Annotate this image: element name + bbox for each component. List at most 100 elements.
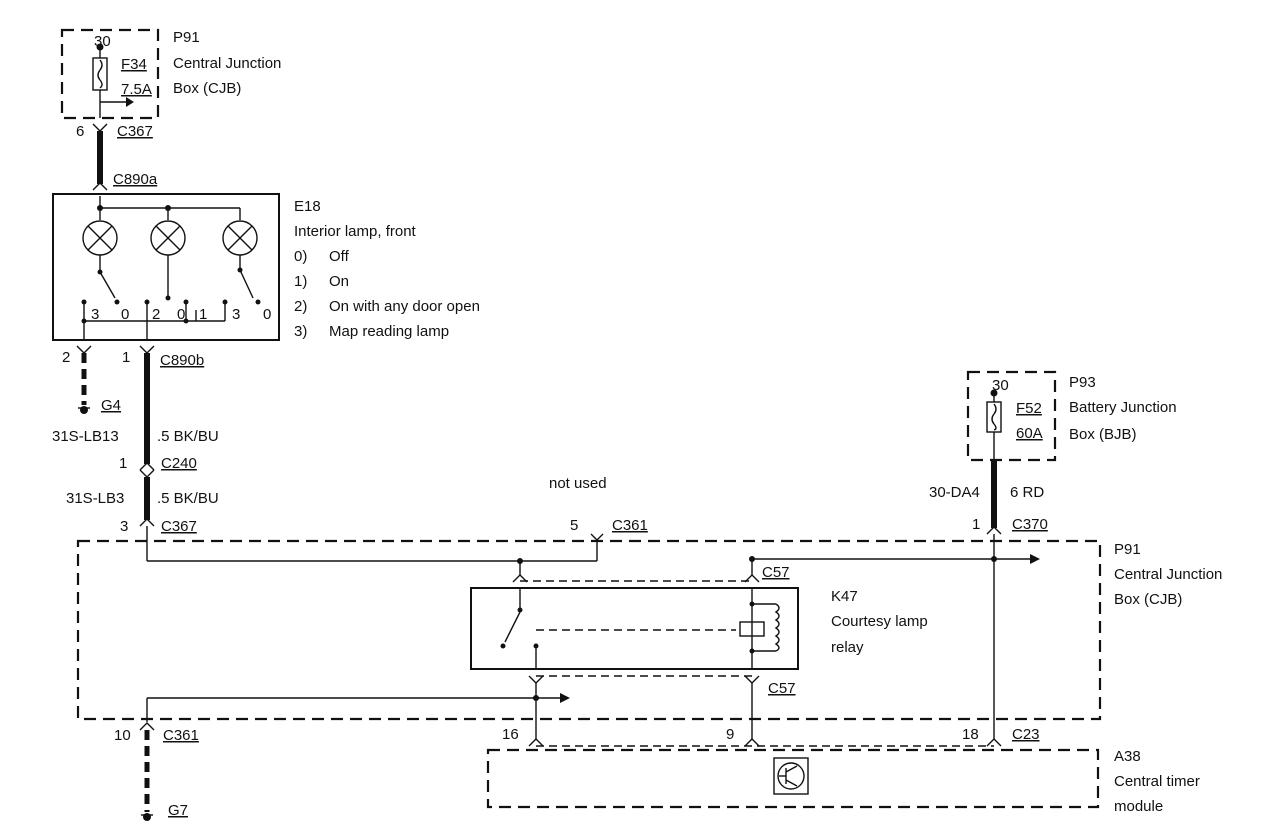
switch-pos-2: 0 [121,306,129,323]
c240-label: C240 [161,455,197,472]
lamp-middle-icon [150,220,186,256]
wire3-circuit: 30-DA4 [929,484,980,501]
p91-top-name-1: Central Junction [173,55,281,72]
connector-c361-top-icon [590,533,604,541]
connector-c367-icon [92,123,108,132]
c361-bot-pin: 10 [114,727,131,744]
e18-mode-2-label: On with any door open [329,298,480,315]
c361-bot-label: C361 [163,727,199,744]
relay-bottom-wiring [146,675,760,740]
a38-id: A38 [1114,748,1141,765]
cjb-internal-wiring [147,533,1040,583]
a38-name-2: module [1114,798,1163,815]
wire-battery [986,460,1002,740]
fuse-f34-icon [92,57,108,91]
a38-name-1: Central timer [1114,773,1200,790]
p91-low-name-2: Box (CJB) [1114,591,1182,608]
relay-resistor-icon [774,603,780,652]
k47-courtesy-lamp-relay [470,587,799,670]
g4-label: G4 [101,397,121,414]
ground-wire-g4 [76,345,92,414]
fuse-f52-label: F52 [1016,400,1042,417]
e18-mode-0-label: Off [329,248,350,265]
e18-mode-2-num: 2) [294,298,307,315]
relay-coil-icon [739,621,765,637]
p91-pin-30: 30 [94,33,111,50]
p93-name-2: Box (BJB) [1069,426,1137,443]
switch-pos-3: 2 [152,306,160,323]
c890b-label: C890b [160,352,204,369]
e18-interior-lamp-box [52,193,280,341]
c370-pin: 1 [972,516,980,533]
relay-switch-icon [504,611,521,643]
wire1-spec: .5 BK/BU [157,428,219,445]
k47-name-2: relay [831,639,864,656]
p91-top-name-2: Box (CJB) [173,80,241,97]
connector-c240-icon [139,462,155,471]
wire-e18-to-cjb [139,345,155,561]
p91-fuse-box-top: 30 F34 7.5A [60,28,160,120]
switch-pos-4: 0 [177,306,185,323]
c367-top-label: C367 [117,123,153,140]
arrow-right-icon [1030,554,1040,564]
c23-label: C23 [1012,726,1040,743]
connector-c57-bot-icon [744,675,760,684]
c370-label: C370 [1012,516,1048,533]
connector-c370-icon [986,526,1002,535]
switch-pos-1: 3 [91,306,99,323]
p91-top-id: P91 [173,29,200,46]
wire2-spec: .5 BK/BU [157,490,219,507]
lamp-right-icon [222,220,258,256]
fuse-f34-label: F34 [121,56,147,73]
p93-id: P93 [1069,374,1096,391]
c367-low-pin: 3 [120,518,128,535]
a38-central-timer-box [486,748,1100,809]
fuse-f52-icon [986,401,1002,433]
switch-pos-6: 3 [232,306,240,323]
connector-c361-bot-icon [139,722,155,731]
p91-cjb-box-lower [76,539,1102,721]
a38-pin-18: 18 [962,726,979,743]
c240-pin: 1 [119,455,127,472]
ground-wire-g7 [139,722,155,821]
p93-pin-30: 30 [992,377,1009,394]
transistor-icon [777,762,805,790]
transistor-box-icon [773,757,809,795]
connector-c890a-icon [92,182,108,191]
switch-pos-7: 0 [263,306,271,323]
p93-name-1: Battery Junction [1069,399,1177,416]
arrow-right-icon [126,97,134,107]
k47-name-1: Courtesy lamp [831,613,928,630]
not-used-label: not used [549,475,607,492]
c361-top-pin: 5 [570,517,578,534]
a38-pin-9: 9 [726,726,734,743]
e18-mode-0-num: 0) [294,248,307,265]
a38-pins [528,738,1002,747]
c890b-pin-right: 1 [122,349,130,366]
e18-mode-3-num: 3) [294,323,307,340]
e18-mode-1-label: On [329,273,349,290]
connector-c890b-pin2-icon [76,345,92,354]
fuse-f52-rating: 60A [1016,425,1043,442]
wire2-circuit: 31S-LB3 [66,490,124,507]
p91-low-id: P91 [1114,541,1141,558]
lamp-left-icon [82,220,118,256]
e18-mode-3-label: Map reading lamp [329,323,449,340]
connector-c367-low-icon [139,518,155,527]
c361-top-label: C361 [612,517,648,534]
fuse-f34-rating: 7.5A [121,81,152,98]
c367-top-pin: 6 [76,123,84,140]
e18-id: E18 [294,198,321,215]
p93-fuse-box: 30 F52 60A [966,370,1057,462]
c890b-pin-left: 2 [62,349,70,366]
ground-g7-icon [143,813,151,821]
e18-name: Interior lamp, front [294,223,417,240]
connector-c57-top-icon [744,574,760,583]
wire1-circuit: 31S-LB13 [52,428,119,445]
c57-bot-label: C57 [768,680,796,697]
k47-id: K47 [831,588,858,605]
arrow-right-icon [560,693,570,703]
p91-low-name-1: Central Junction [1114,566,1222,583]
a38-pin-16: 16 [502,726,519,743]
